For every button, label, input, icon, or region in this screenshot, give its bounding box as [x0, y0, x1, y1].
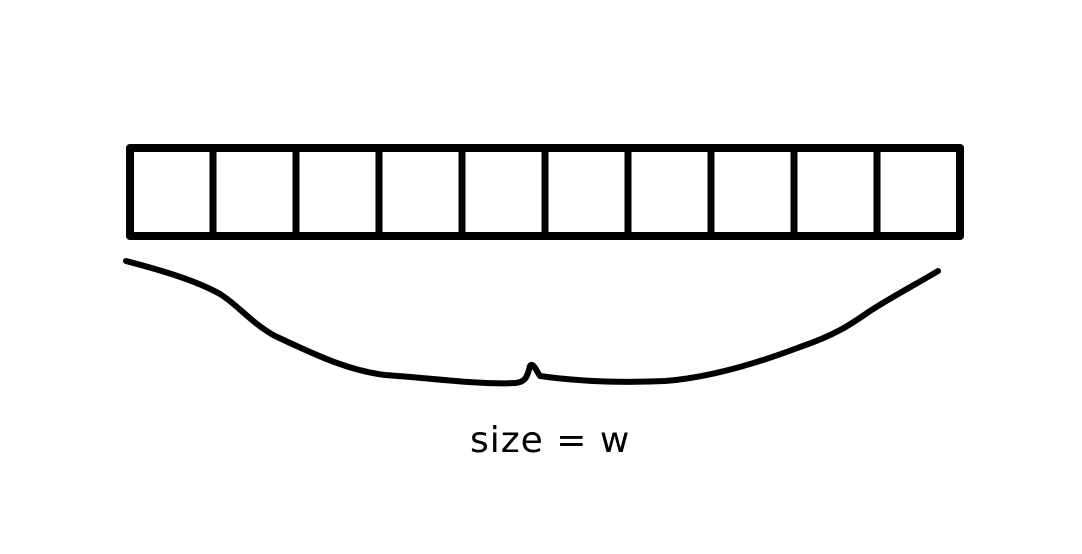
array-cell — [213, 148, 296, 236]
array-cell — [296, 148, 379, 236]
array-cell — [877, 148, 960, 236]
array-cell — [545, 148, 628, 236]
array-cells — [126, 144, 964, 240]
curly-brace — [123, 258, 941, 387]
array-cell — [711, 148, 794, 236]
array-cell — [628, 148, 711, 236]
size-label: size = w — [470, 420, 631, 461]
array-cell — [462, 148, 545, 236]
array-cell — [130, 148, 213, 236]
array-cell — [379, 148, 462, 236]
array-cell — [794, 148, 877, 236]
